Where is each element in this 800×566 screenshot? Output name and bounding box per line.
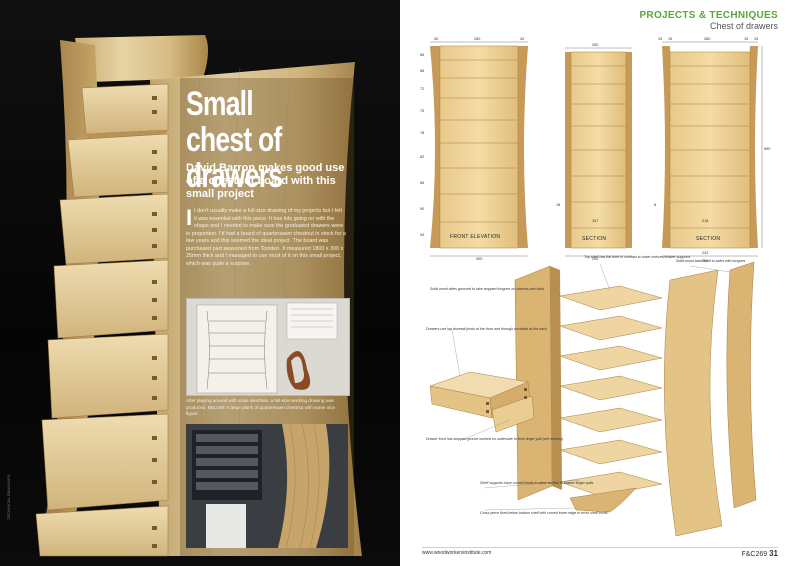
footer-page: F&C269 31 <box>741 549 778 558</box>
left-page: Small chest of drawers David Barron make… <box>0 0 400 566</box>
section-kicker: PROJECTS & TECHNIQUES <box>639 10 778 21</box>
plank-photo-image <box>186 424 348 548</box>
right-page: PROJECTS & TECHNIQUES Chest of drawers <box>400 0 800 566</box>
dim-top-a: 40 <box>434 37 438 41</box>
page-number: 31 <box>769 549 778 558</box>
dim-top-r2: 15 <box>668 37 672 41</box>
body-text: I don't usually make a full-size drawing… <box>186 208 346 267</box>
dim-top-mid: 250 <box>592 43 598 47</box>
dim-bottom-front: 300 <box>476 257 482 261</box>
drop-cap: I <box>186 205 193 230</box>
section-header: PROJECTS & TECHNIQUES Chest of drawers <box>639 10 778 31</box>
photo-credit: TECHNICAL DRAWINGS <box>6 474 11 520</box>
dim-height: 890 <box>764 147 770 151</box>
photo-caption: After playing around with scale sketches… <box>186 398 336 416</box>
note-top-shelf: Top shelf has flat front in contrast to … <box>584 255 691 259</box>
note-solid-back: Solid wood back fixed to sides with tong… <box>676 259 746 263</box>
note-solid-sides: Solid wood sides grooved to take stopped… <box>430 287 544 291</box>
dim-side-r: 8 <box>654 203 656 207</box>
dim-top-c: 40 <box>520 37 524 41</box>
note-cross-piece: Cross piece fixed below bottom shelf wit… <box>480 511 608 515</box>
section-drawing: SECTION 250 200 167 18 <box>556 43 632 261</box>
drawing-photo-image <box>187 299 349 395</box>
dim-inner-r: 218 <box>702 219 708 223</box>
drawing-photo <box>186 298 350 396</box>
dim-drawer-2: 68 <box>420 69 424 73</box>
technical-drawings: FRONT ELEVATION 40 280 40 300 86 68 72 7… <box>420 37 770 537</box>
section-subtitle: Chest of drawers <box>709 21 778 31</box>
dim-top-r4: 15 <box>744 37 748 41</box>
section2-label: SECTION <box>696 236 720 242</box>
dim-drawer-9: 94 <box>420 233 424 237</box>
dim-inner-mid: 167 <box>592 219 598 223</box>
dim-bottom-r: 262 <box>702 259 708 263</box>
article-body: I I don't usually make a full-size drawi… <box>186 205 346 268</box>
dim-drawer-5: 78 <box>420 131 424 135</box>
dim-top-r5: 15 <box>754 37 758 41</box>
plank-photo <box>186 424 348 548</box>
article-title: Small chest of drawers <box>186 85 283 195</box>
drawer-height-dims: 86 68 72 75 78 82 86 90 94 <box>420 53 424 237</box>
footer-url[interactable]: www.woodworkersinstitute.com <box>422 550 492 556</box>
exploded-view: Top shelf has flat front in contrast to … <box>426 255 757 537</box>
front-elevation-label: FRONT ELEVATION <box>450 234 500 240</box>
footer-issue: F&C269 <box>741 551 768 558</box>
dim-drawer-3: 72 <box>420 87 424 91</box>
dim-drawer-7: 86 <box>420 181 424 185</box>
dim-drawer-6: 82 <box>420 155 424 159</box>
dim-drawer-4: 75 <box>420 109 424 113</box>
dim-bottom-r2: 242 <box>702 251 708 255</box>
dim-top-r3: 280 <box>704 37 710 41</box>
dim-bottom-mid: 200 <box>592 257 598 261</box>
note-drawer-front: Drawer front has stopped groove worked o… <box>426 437 563 441</box>
dim-top-b: 280 <box>474 37 480 41</box>
dim-side-mid: 18 <box>556 203 560 207</box>
dim-drawer-1: 86 <box>420 53 424 57</box>
note-drawers: Drawers use lap dovetail joints at the f… <box>426 327 547 331</box>
front-elevation: FRONT ELEVATION 40 280 40 300 86 68 72 7… <box>420 37 528 261</box>
section-label: SECTION <box>582 236 606 242</box>
dim-drawer-8: 90 <box>420 207 424 211</box>
footer-rule <box>422 547 778 548</box>
section-drawing-right: SECTION 15 15 280 15 15 890 218 242 262 … <box>654 37 770 263</box>
article-standfirst: David Barron makes good use of a chestnu… <box>186 162 345 200</box>
dim-top-r1: 15 <box>658 37 662 41</box>
note-shelf-supports: Shelf supports have curved fronts to all… <box>480 481 593 485</box>
